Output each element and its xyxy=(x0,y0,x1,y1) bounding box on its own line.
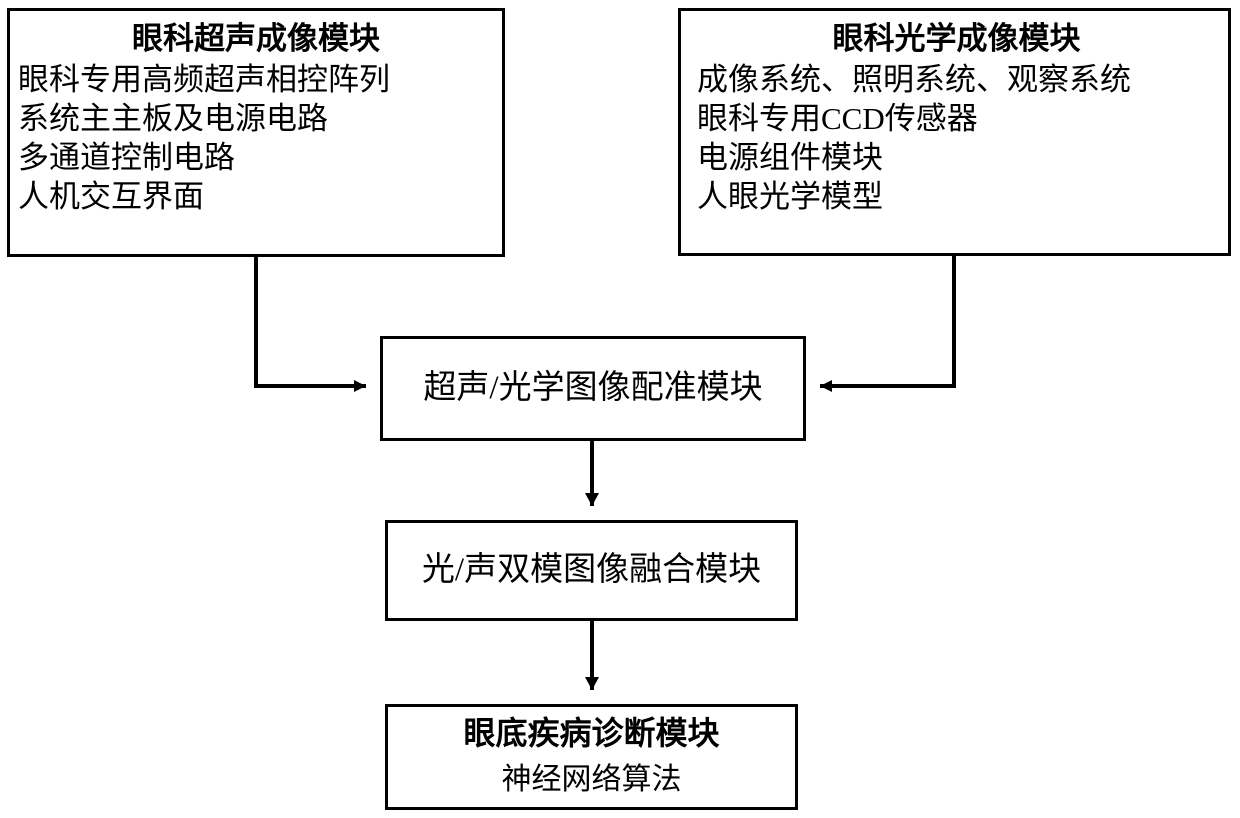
node-fundus-diagnosis-module: 眼底疾病诊断模块 神经网络算法 xyxy=(385,704,798,810)
node-optical-body: 成像系统、照明系统、观察系统 眼科专用CCD传感器 电源组件模块 人眼光学模型 xyxy=(693,60,1220,216)
edge-optical-to-registration xyxy=(820,256,956,392)
node-ultrasound-imaging-module: 眼科超声成像模块 眼科专用高频超声相控阵列 系统主主板及电源电路 多通道控制电路… xyxy=(7,8,505,257)
node-ultrasound-body: 眼科专用高频超声相控阵列 系统主主板及电源电路 多通道控制电路 人机交互界面 xyxy=(18,60,494,216)
node-ultrasound-line-3: 多通道控制电路 xyxy=(18,139,235,175)
node-optical-title: 眼科光学成像模块 xyxy=(832,21,1081,56)
node-diagnosis-title: 眼底疾病诊断模块 xyxy=(463,715,720,752)
node-optical-line-2: 眼科专用CCD传感器 xyxy=(697,100,978,136)
node-optical-imaging-module: 眼科光学成像模块 成像系统、照明系统、观察系统 眼科专用CCD传感器 电源组件模… xyxy=(678,8,1231,256)
node-optical-line-3: 电源组件模块 xyxy=(697,139,883,175)
node-diagnosis-subtitle: 神经网络算法 xyxy=(501,762,682,796)
node-optical-line-4: 人眼光学模型 xyxy=(697,178,883,214)
node-ultrasound-line-2: 系统主主板及电源电路 xyxy=(18,100,328,136)
node-registration-title: 超声/光学图像配准模块 xyxy=(423,370,763,407)
node-ultrasound-line-1: 眼科专用高频超声相控阵列 xyxy=(18,61,390,97)
node-image-registration-module: 超声/光学图像配准模块 xyxy=(380,336,806,441)
node-fusion-title: 光/声双模图像融合模块 xyxy=(421,552,762,589)
node-ultrasound-title: 眼科超声成像模块 xyxy=(132,21,380,56)
node-optical-line-1: 成像系统、照明系统、观察系统 xyxy=(697,61,1131,97)
edge-ultrasound-to-registration xyxy=(254,257,366,392)
node-ultrasound-line-4: 人机交互界面 xyxy=(18,178,204,214)
node-image-fusion-module: 光/声双模图像融合模块 xyxy=(385,520,798,621)
